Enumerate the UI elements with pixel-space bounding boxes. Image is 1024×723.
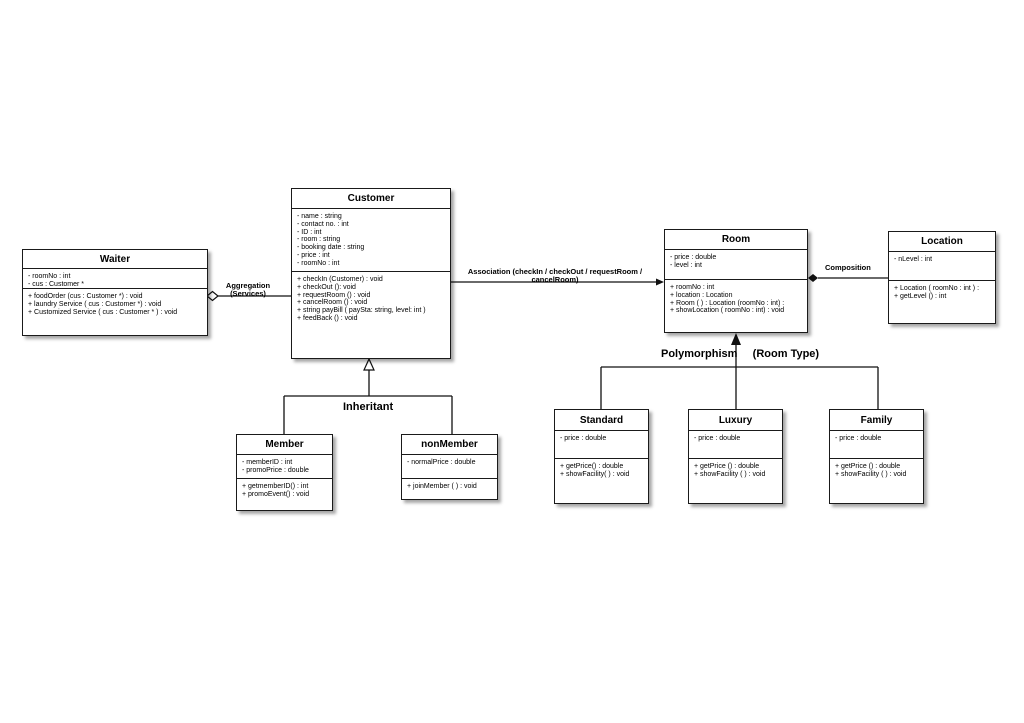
method-row: + showFacility( ) : void (560, 470, 630, 478)
method-row: + roomNo : int (670, 284, 715, 291)
inheritance-label: Inheritant (343, 401, 394, 413)
method-row: + checkOut (): void (297, 283, 356, 291)
aggregation-label-line2: (Services) (230, 288, 266, 298)
aggregation-diamond (206, 290, 219, 302)
method-row: + feedBack () : void (297, 314, 358, 322)
attribute-row: - level : int (670, 261, 702, 269)
class-room: Room - price : double- level : int + roo… (664, 229, 808, 333)
method-row: + string payBill ( paySta: string, level… (297, 307, 426, 315)
methods: + Location ( roomNo : int ) :+ getLevel … (889, 281, 995, 304)
methods: + getPrice() : double+ showFacility( ) :… (555, 459, 648, 482)
attribute-row: - price : double (835, 435, 882, 442)
class-name: Waiter (23, 250, 207, 269)
methods: + getPrice () : double+ showFacility ( )… (689, 459, 782, 482)
aggregation-label: Aggregation (Services) (222, 282, 274, 297)
association-label-line2: cancelRoom) (531, 274, 579, 284)
method-row: + location : Location (670, 291, 733, 299)
methods: + joinMember ( ) : void (402, 479, 497, 494)
class-family: Family - price : double + getPrice () : … (829, 409, 924, 504)
attribute-row: - price : double (670, 254, 717, 261)
attribute-row: - price : int (297, 251, 330, 259)
attribute-row: - ID : int (297, 228, 322, 236)
class-name: Room (665, 230, 807, 250)
inheritance-triangle (363, 357, 375, 371)
attribute-row: - promoPrice : double (242, 466, 309, 474)
attributes: - price : double (689, 431, 782, 459)
attribute-row: - cus : Customer * (28, 280, 85, 288)
method-row: + foodOrder (cus : Customer *) : void (28, 293, 143, 300)
polymorphism-label: Polymorphism (Room Type) (661, 348, 820, 360)
class-customer: Customer - name : string- contact no. : … (291, 188, 451, 359)
polymorphism-arrowhead (731, 333, 741, 345)
method-row: + requestRoom () : void (297, 291, 371, 299)
methods: + getmemberID() : int+ promoEvent() : vo… (237, 479, 332, 502)
class-standard: Standard - price : double + getPrice() :… (554, 409, 649, 504)
attribute-row: - contact no. : int (297, 220, 349, 228)
class-name: Luxury (689, 410, 782, 431)
attributes: - price : double- level : int (665, 250, 807, 280)
attribute-row: - nLevel : int (894, 256, 933, 263)
attribute-row: - roomNo : int (28, 273, 71, 280)
attribute-row: - roomNo : int (297, 259, 340, 267)
association-label-line1: Association (checkIn / checkOut / reques… (467, 267, 643, 276)
class-name: Member (237, 435, 332, 455)
method-row: + getPrice() : double (560, 463, 624, 470)
attribute-row: - booking date : string (297, 244, 365, 252)
association-arrowhead (656, 278, 664, 286)
attributes: - roomNo : int- cus : Customer * (23, 269, 207, 289)
attribute-row: - name : string (297, 213, 342, 220)
attributes: - normalPrice : double (402, 455, 497, 479)
attributes: - name : string- contact no. : int- ID :… (292, 209, 450, 272)
method-row: + cancelRoom () : void (297, 299, 368, 307)
methods: + foodOrder (cus : Customer *) : void+ l… (23, 289, 207, 319)
class-name: Standard (555, 410, 648, 431)
method-row: + promoEvent() : void (242, 490, 310, 498)
method-row: + showFacility ( ) : void (835, 470, 907, 478)
methods: + checkIn (Customer) : void+ checkOut ()… (292, 272, 450, 326)
method-row: + showFacility ( ) : void (694, 470, 766, 478)
method-row: + showLocation ( roomNo : int) : void (670, 307, 785, 315)
class-name: Location (889, 232, 995, 252)
class-name: Family (830, 410, 923, 431)
attribute-row: - normalPrice : double (407, 459, 476, 466)
methods: + roomNo : int+ location : Location+ Roo… (665, 280, 807, 318)
method-row: + joinMember ( ) : void (407, 483, 477, 490)
composition-diamond (808, 274, 818, 282)
method-row: + Room ( ) : Location (roomNo : int) : (670, 299, 785, 307)
method-row: + laundry Service ( cus : Customer *) : … (28, 300, 162, 308)
method-row: + getPrice () : double (835, 463, 901, 470)
aggregation-label-line1: Aggregation (225, 281, 271, 290)
attribute-row: - memberID : int (242, 459, 293, 466)
class-nonmember: nonMember - normalPrice : double + joinM… (401, 434, 498, 500)
attribute-row: - price : double (694, 435, 741, 442)
class-name: Customer (292, 189, 450, 209)
class-waiter: Waiter - roomNo : int- cus : Customer * … (22, 249, 208, 336)
method-row: + Location ( roomNo : int ) : (894, 285, 980, 292)
attribute-row: - price : double (560, 435, 607, 442)
methods: + getPrice () : double+ showFacility ( )… (830, 459, 923, 482)
attributes: - memberID : int- promoPrice : double (237, 455, 332, 479)
attributes: - price : double (830, 431, 923, 459)
method-row: + checkIn (Customer) : void (297, 276, 383, 283)
attributes: - nLevel : int (889, 252, 995, 281)
class-luxury: Luxury - price : double + getPrice () : … (688, 409, 783, 504)
class-location: Location - nLevel : int + Location ( roo… (888, 231, 996, 324)
class-member: Member - memberID : int- promoPrice : do… (236, 434, 333, 511)
attributes: - price : double (555, 431, 648, 459)
method-row: + getLevel () : int (894, 292, 947, 300)
composition-label: Composition (825, 263, 871, 272)
method-row: + getPrice () : double (694, 463, 760, 470)
method-row: + getmemberID() : int (242, 483, 309, 490)
method-row: + Customized Service ( cus : Customer * … (28, 308, 178, 316)
association-label: Association (checkIn / checkOut / reques… (462, 268, 648, 283)
class-name: nonMember (402, 435, 497, 455)
attribute-row: - room : string (297, 236, 341, 244)
